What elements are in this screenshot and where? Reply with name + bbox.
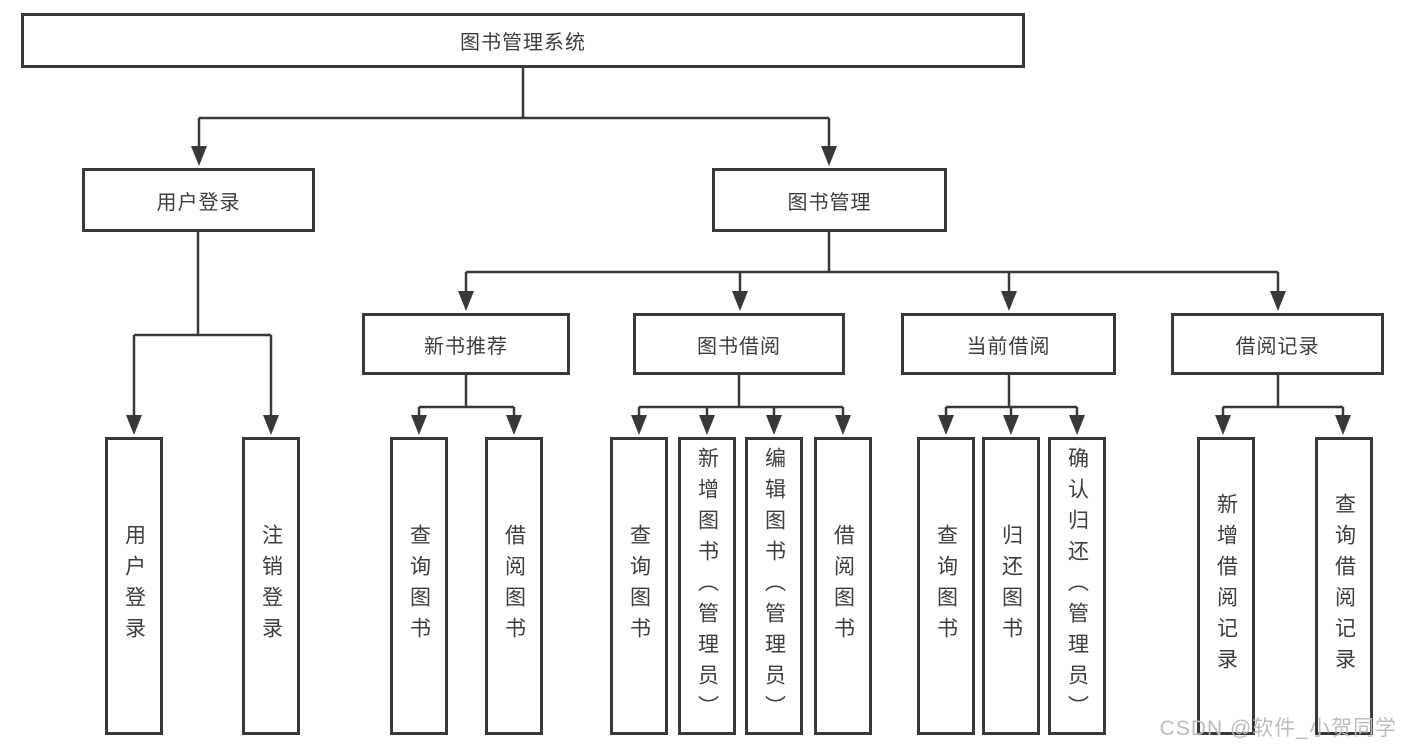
arrowhead <box>263 415 279 435</box>
branch-new-book-recommend <box>411 375 522 435</box>
arrowhead <box>411 415 427 435</box>
arrowhead <box>126 415 142 435</box>
leaf-return-book: 归还图书 <box>982 437 1040 735</box>
arrowhead <box>1001 291 1017 311</box>
node-label: 查询图书 <box>407 524 431 648</box>
node-label: 归还图书 <box>999 524 1023 648</box>
arrowhead <box>1335 415 1351 435</box>
node-new-book-recommend: 新书推荐 <box>362 313 570 375</box>
node-system-root: 图书管理系统 <box>21 13 1025 68</box>
arrowhead <box>1003 415 1019 435</box>
leaf-add-borrow-record: 新增借阅记录 <box>1197 437 1255 735</box>
leaf-add-book-admin: 新增图书（管理员） <box>678 437 736 735</box>
arrowhead <box>506 415 522 435</box>
node-label: 新书推荐 <box>424 335 508 358</box>
arrowhead <box>1069 415 1085 435</box>
arrowhead <box>631 415 647 435</box>
node-book-management: 图书管理 <box>712 168 947 232</box>
node-label: 图书借阅 <box>697 335 781 358</box>
node-label: 注销登录 <box>259 524 283 648</box>
leaf-borrow-query-book: 查询图书 <box>610 437 668 735</box>
leaf-recommend-borrow-book: 借阅图书 <box>485 437 543 735</box>
leaf-logout: 注销登录 <box>242 437 300 735</box>
node-label: 图书管理 <box>787 191 872 214</box>
node-label: 借阅记录 <box>1235 335 1320 358</box>
leaf-recommend-query-book: 查询图书 <box>390 437 448 735</box>
arrowhead <box>1270 291 1286 311</box>
node-label: 确认归还（管理员） <box>1065 446 1089 726</box>
node-label: 用户登录 <box>156 191 241 214</box>
node-label: 图书管理系统 <box>460 32 586 54</box>
leaf-borrow-book: 借阅图书 <box>814 437 872 735</box>
node-borrow-records: 借阅记录 <box>1171 313 1384 375</box>
arrowhead <box>821 146 837 166</box>
node-label: 查询图书 <box>934 524 958 648</box>
node-current-borrow: 当前借阅 <box>901 313 1116 375</box>
arrowhead <box>1215 415 1231 435</box>
node-user-login: 用户登录 <box>82 168 315 232</box>
node-label: 用户登录 <box>122 524 146 648</box>
branch-root <box>191 68 837 166</box>
csdn-watermark: CSDN @软件_小贺同学 <box>1159 717 1397 740</box>
node-label: 查询图书 <box>627 524 651 648</box>
node-label: 当前借阅 <box>966 335 1051 358</box>
node-label: 新增图书（管理员） <box>695 446 719 726</box>
node-label: 查询借阅记录 <box>1332 493 1356 679</box>
arrowhead <box>835 415 851 435</box>
node-label: 新增借阅记录 <box>1214 493 1238 679</box>
leaf-current-query-book: 查询图书 <box>917 437 975 735</box>
branch-borrow-records <box>1215 375 1351 435</box>
branch-current-borrow <box>938 375 1085 435</box>
node-label: 借阅图书 <box>502 524 526 648</box>
leaf-query-borrow-record: 查询借阅记录 <box>1315 437 1373 735</box>
arrowhead <box>699 415 715 435</box>
arrowhead <box>938 415 954 435</box>
branch-user-login <box>126 232 279 435</box>
node-book-borrow: 图书借阅 <box>633 313 845 375</box>
node-label: 借阅图书 <box>831 524 855 648</box>
branch-book-management <box>458 232 1286 311</box>
leaf-confirm-return-admin: 确认归还（管理员） <box>1048 437 1106 735</box>
arrowhead <box>732 291 748 311</box>
arrowhead <box>191 146 207 166</box>
leaf-user-login: 用户登录 <box>105 437 163 735</box>
arrowhead <box>458 291 474 311</box>
node-label: 编辑图书（管理员） <box>762 446 786 726</box>
leaf-edit-book-admin: 编辑图书（管理员） <box>745 437 803 735</box>
arrowhead <box>766 415 782 435</box>
branch-book-borrow <box>631 375 851 435</box>
